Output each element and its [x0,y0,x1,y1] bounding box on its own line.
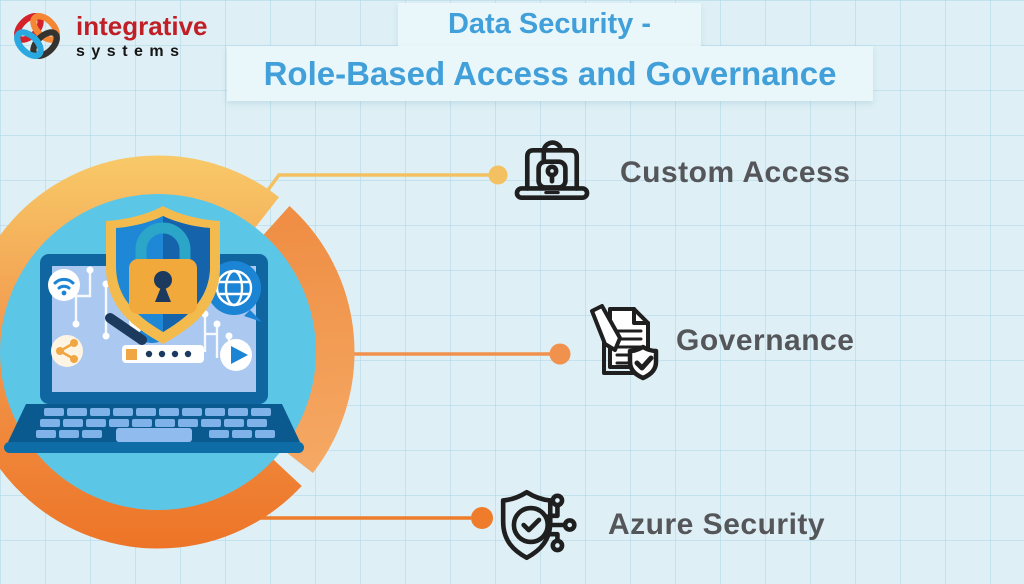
laptop-illustration [4,206,304,453]
circuit-nodes [72,266,233,340]
shield-check-circuit-icon [500,489,577,561]
orange-ring [0,155,355,549]
ring-arc-main [0,155,302,549]
brand-logo: integrative systems [10,7,208,65]
connector-dot-custom-access [488,165,508,185]
circuit-traces [74,272,231,362]
password-field [122,345,204,363]
page-title-line2: Role-Based Access and Governance [263,54,837,92]
connector-line-custom-access [260,173,489,200]
item-label-custom-access: Custom Access [620,156,851,189]
item-label-governance: Governance [676,324,855,357]
brand-name: integrative [76,11,208,41]
title-box-line1: Data Security - [398,3,701,46]
brand-subname: systems [76,43,186,60]
lock-keyhole [154,271,172,289]
laptop-lock-icon [514,140,590,201]
logo-loop-blue [14,29,44,59]
play-icon [220,339,252,371]
list-item-governance: Governance [580,298,854,384]
list-item-custom-access: Custom Access [512,138,850,208]
wifi-icon [48,269,80,301]
laptop-trackpad [116,428,192,442]
connector-dot-governance [549,343,571,365]
list-item-azure-security: Azure Security [496,484,825,566]
lock-shackle [135,222,191,264]
shield-tail [105,313,147,345]
integrative-systems-logo-icon [14,13,60,59]
title-box-line2: Role-Based Access and Governance [227,46,873,101]
page-title-line1: Data Security - [447,8,652,40]
document-pen-shield-icon [590,304,659,381]
laptop-keyboard [4,404,304,453]
laptop-base [4,442,304,453]
ring-arc-segment [263,206,355,473]
connector-dot-azure-security [471,507,493,529]
lock-keyhole-slot [155,282,171,302]
connector-lines [250,165,571,529]
share-icon [51,335,83,367]
shield-lock-illustration [105,206,220,345]
item-label-azure-security: Azure Security [608,508,826,541]
